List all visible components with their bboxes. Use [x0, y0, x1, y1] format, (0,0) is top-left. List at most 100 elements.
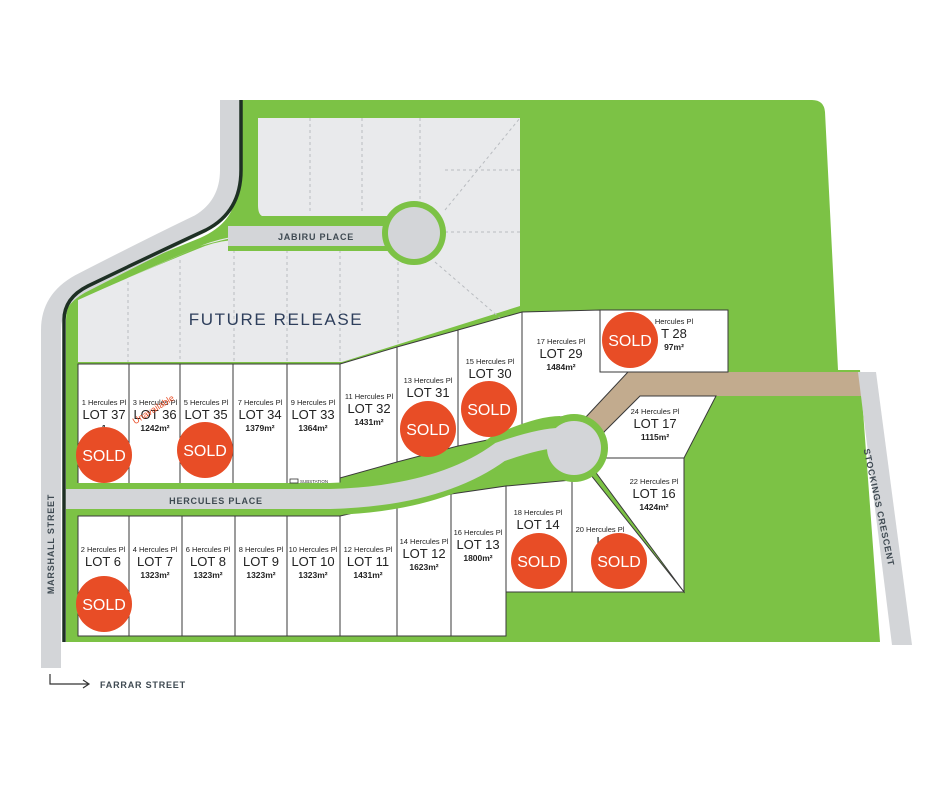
substation-marker — [289, 478, 299, 484]
lot-number: LOT 16 — [632, 486, 675, 501]
marshall-edge — [62, 100, 243, 642]
lot-area: 1484m² — [546, 362, 575, 372]
lot-address: 17 Hercules Pl — [537, 337, 586, 346]
lot-number: LOT 13 — [456, 537, 499, 552]
sold-badge-circle — [511, 533, 567, 589]
lot-address: 24 Hercules Pl — [631, 407, 680, 416]
farrar-arrow-icon — [49, 674, 91, 689]
substation-label: SUBSTATION — [300, 479, 328, 484]
sold-badge: SOLD — [591, 533, 647, 589]
lot-33-parcel[interactable] — [286, 363, 341, 487]
lot-7-parcel[interactable] — [128, 515, 183, 637]
lot-area: 1800m² — [463, 553, 492, 563]
lot-number: LOT 31 — [406, 385, 449, 400]
sold-badge-circle — [400, 401, 456, 457]
sold-badge-label: SOLD — [82, 448, 126, 465]
lot-area: 1323m² — [140, 570, 169, 580]
sold-badge: SOLD — [602, 312, 658, 368]
lot-address: 2 Hercules Pl — [81, 545, 126, 554]
future-release-label: FUTURE RELEASE — [189, 310, 364, 329]
lot-10-parcel[interactable] — [286, 515, 341, 637]
sold-markers: SOLD SOLD SOLD SOLD SOLD SOLD SOLD SOLD — [76, 312, 658, 632]
lot-address: 22 Hercules Pl — [630, 477, 679, 486]
lot-8-parcel[interactable] — [181, 515, 236, 637]
lot-number: LOT 32 — [347, 401, 390, 416]
lot-address: 7 Hercules Pl — [238, 398, 283, 407]
lot-address: 4 Hercules Pl — [133, 545, 178, 554]
lot-address: 6 Hercules Pl — [186, 545, 231, 554]
lot-address: 20 Hercules Pl — [576, 525, 625, 534]
sold-badge-label: SOLD — [517, 554, 561, 571]
lot-address: 11 Hercules Pl — [345, 392, 394, 401]
lot-number: LOT 14 — [516, 517, 559, 532]
lot-address: 1 Hercules Pl — [82, 398, 127, 407]
sold-badge-circle — [591, 533, 647, 589]
lot-number: LOT 33 — [291, 407, 334, 422]
pedestrian-path — [585, 372, 862, 432]
lot-address: 8 Hercules Pl — [239, 545, 284, 554]
lot-number: T 28 — [661, 326, 687, 341]
sold-badge-label: SOLD — [82, 597, 126, 614]
lot-number: LOT 7 — [137, 554, 173, 569]
lot-address: 9 Hercules Pl — [291, 398, 336, 407]
lot-address: 3 Hercules Pl — [133, 398, 178, 407]
sold-badge: SOLD — [177, 422, 233, 478]
lot-number: LOT 36 — [133, 407, 176, 422]
lot-area: 1379m² — [245, 423, 274, 433]
lot-area: 1424m² — [639, 502, 668, 512]
lot-9-parcel[interactable] — [234, 515, 288, 637]
lot-address: 18 Hercules Pl — [514, 508, 563, 517]
hercules-culdesac — [547, 421, 601, 475]
lot-area: 1323m² — [298, 570, 327, 580]
future-lot-lines — [127, 117, 521, 362]
hercules-road — [66, 428, 561, 509]
lot-address: 10 Hercules Pl — [289, 545, 338, 554]
sold-badge-label: SOLD — [467, 402, 511, 419]
sold-badge-label: SOLD — [597, 554, 641, 571]
future-release-upper — [258, 118, 520, 240]
lot-area: 1431m² — [353, 570, 382, 580]
sold-badge-label: SOLD — [608, 333, 652, 350]
lot-34-parcel[interactable] — [232, 363, 288, 487]
sold-badge-label: SOLD — [183, 443, 227, 460]
lot-area: 1623m² — [409, 562, 438, 572]
lot-area: 1323m² — [246, 570, 275, 580]
sold-badge-circle — [461, 381, 517, 437]
sold-badge: SOLD — [461, 381, 517, 437]
lot-address: 16 Hercules Pl — [454, 528, 503, 537]
lot-number: LOT 17 — [633, 416, 676, 431]
hercules-place-label: HERCULES PLACE — [169, 496, 263, 506]
sold-badge-label: SOLD — [406, 422, 450, 439]
sold-badge: SOLD — [76, 576, 132, 632]
lot-number: LOT 37 — [82, 407, 125, 422]
lot-number: LOT 35 — [184, 407, 227, 422]
jabiru-culdesac — [388, 207, 440, 259]
lot-area: 97m² — [664, 342, 684, 352]
farrar-street-label: FARRAR STREET — [100, 680, 186, 690]
sold-badge: SOLD — [511, 533, 567, 589]
marshall-road — [41, 100, 240, 668]
sold-badge: SOLD — [76, 427, 132, 483]
lot-address: 12 Hercules Pl — [344, 545, 393, 554]
sold-badge-circle — [76, 427, 132, 483]
lot-address: 14 Hercules Pl — [400, 537, 449, 546]
sold-badge-circle — [76, 576, 132, 632]
marshall-street-label: MARSHALL STREET — [46, 494, 56, 594]
lot-number: LOT 8 — [190, 554, 226, 569]
stockings-road — [858, 372, 912, 645]
lot-area: 1431m² — [354, 417, 383, 427]
lot-number: LOT 10 — [291, 554, 334, 569]
lot-number: LOT 34 — [238, 407, 281, 422]
lot-area: 1115m² — [641, 432, 670, 442]
lot-number: LOT 29 — [539, 346, 582, 361]
lower-lots — [77, 485, 507, 637]
sold-badge-circle — [177, 422, 233, 478]
lot-number: LOT 6 — [85, 554, 121, 569]
lot-address: Hercules Pl — [655, 317, 694, 326]
lot-area: 1323m² — [193, 570, 222, 580]
jabiru-place-label: JABIRU PLACE — [278, 232, 354, 242]
lot-address: 13 Hercules Pl — [404, 376, 453, 385]
lot-number: LOT 11 — [347, 554, 389, 569]
